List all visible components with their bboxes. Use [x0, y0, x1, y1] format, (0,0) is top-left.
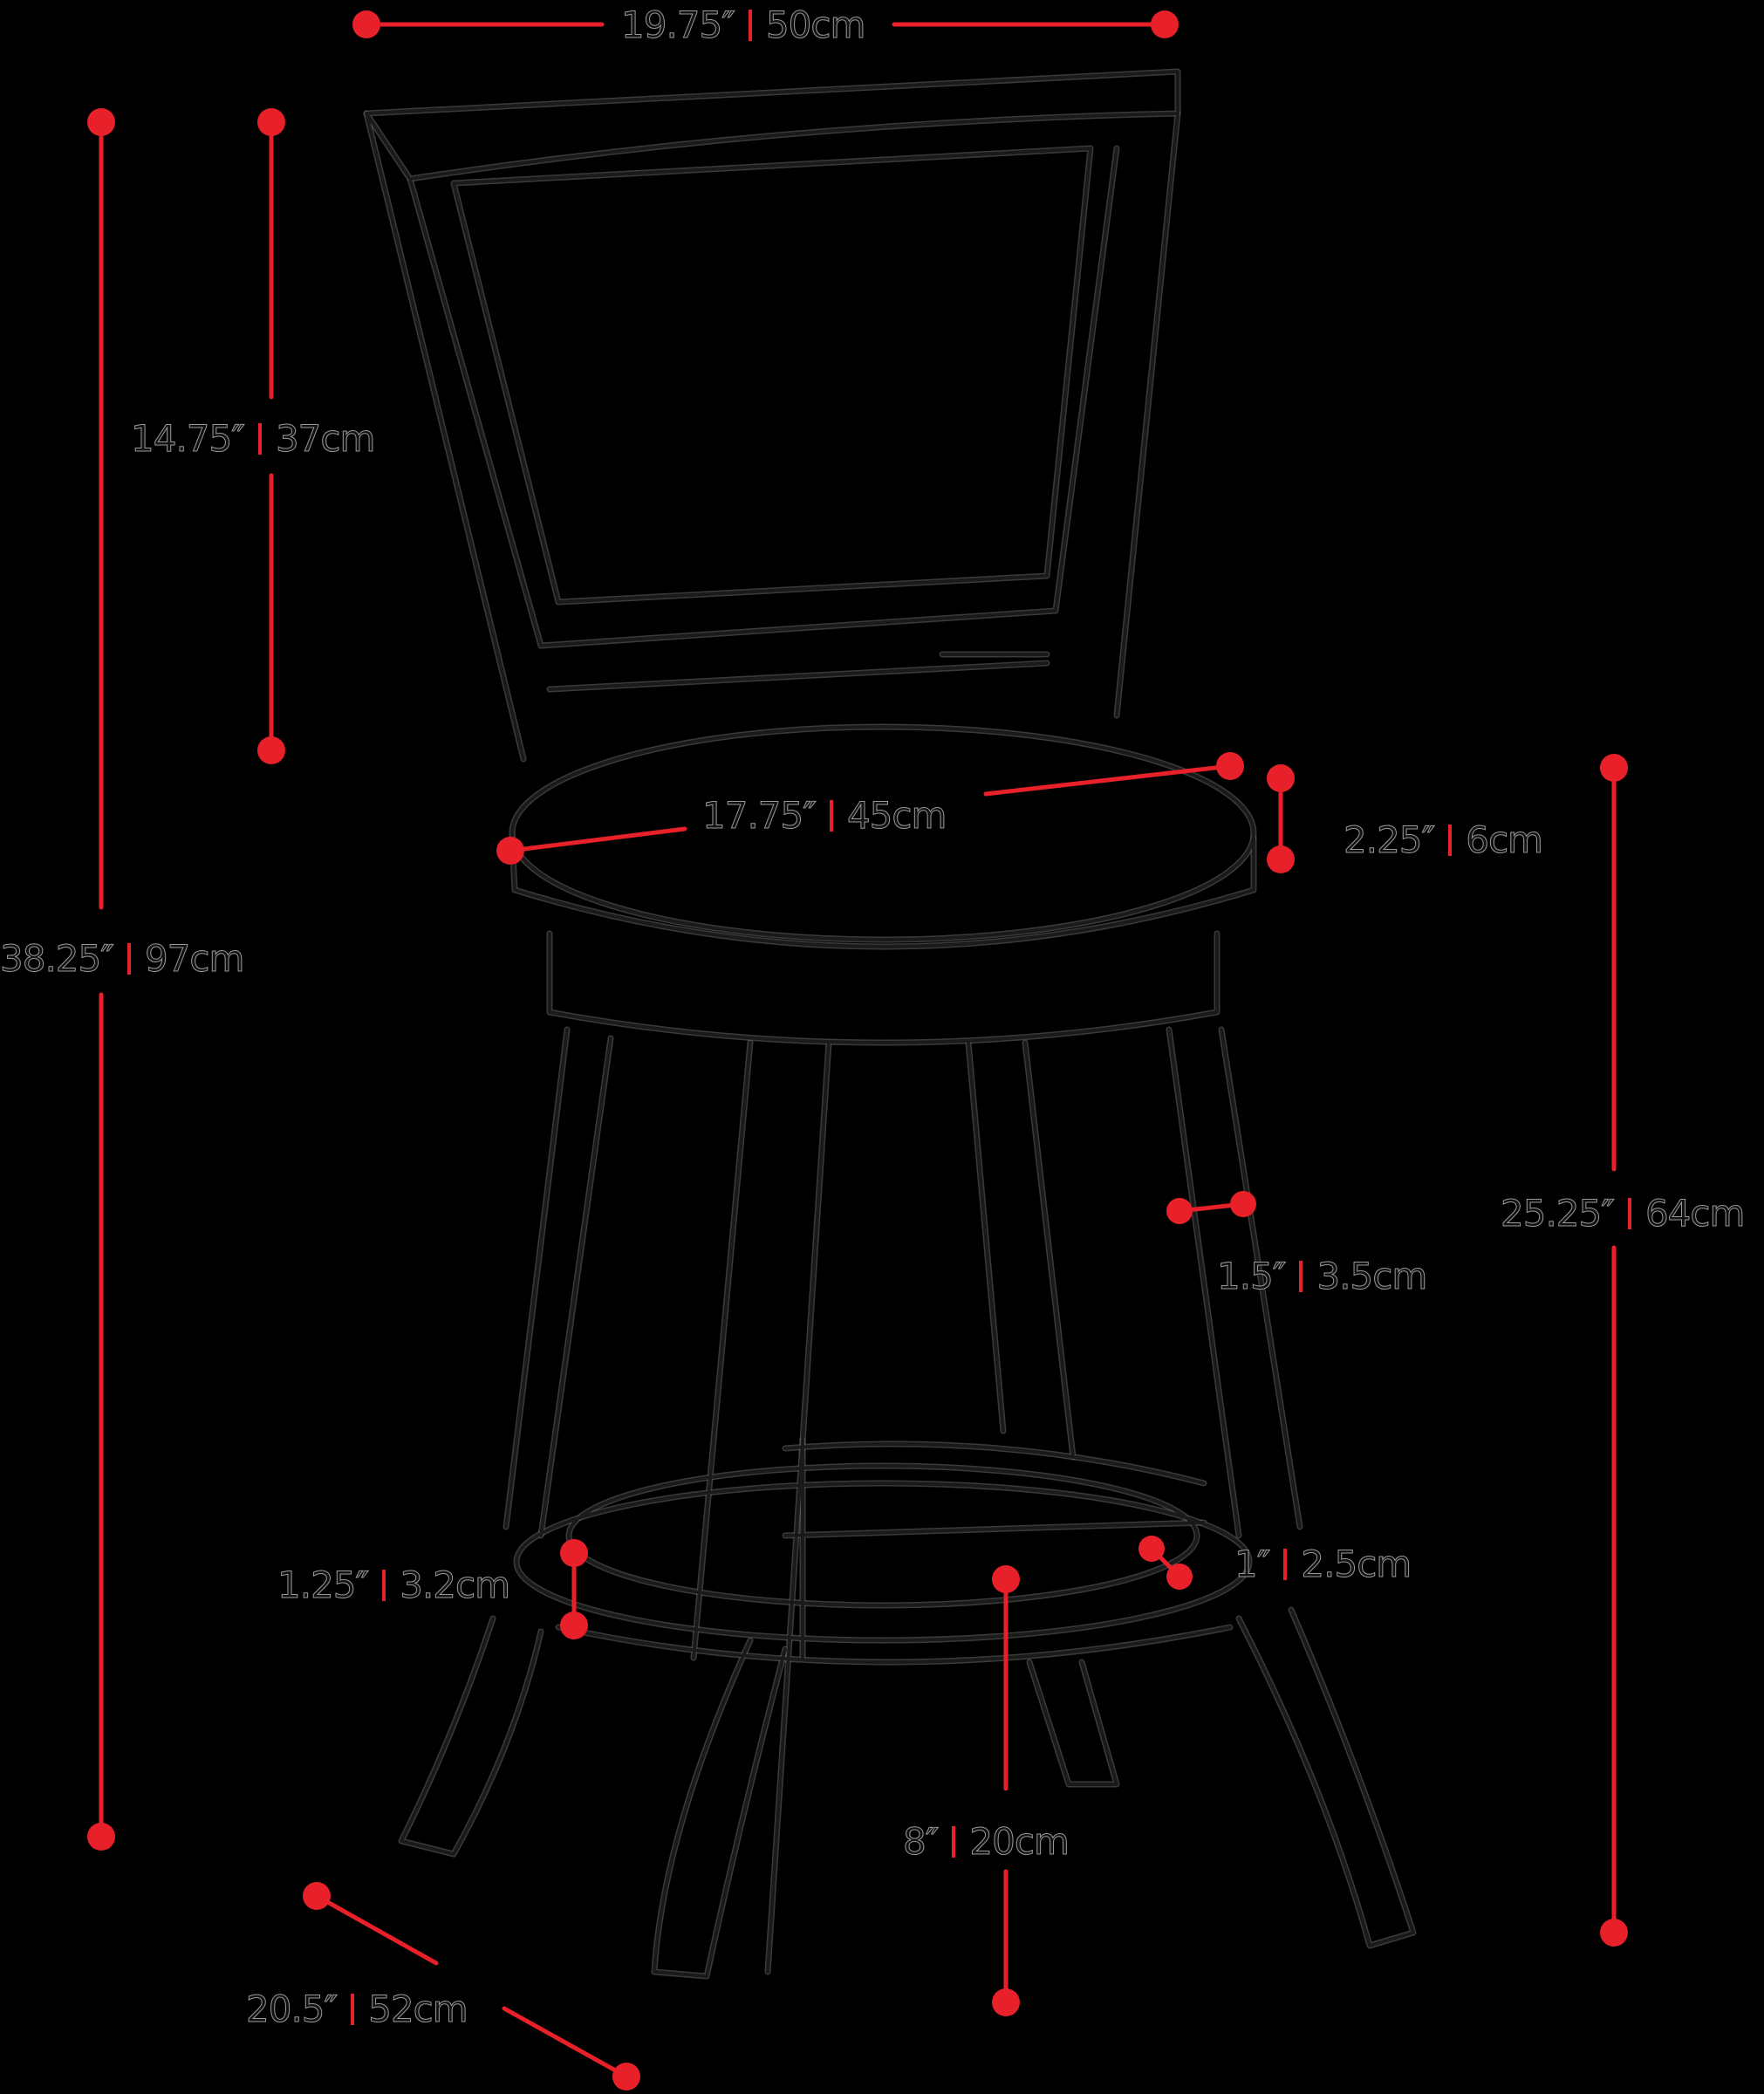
dimension-label-base-depth: 20.5″52cm	[245, 1988, 468, 2030]
dimension-label-leg-width: 1.5″3.5cm	[1216, 1255, 1427, 1297]
dimension-label-footrest-ring-thickness: 1.25″3.2cm	[277, 1564, 510, 1606]
dimension-label-seat-thickness: 2.25″6cm	[1343, 818, 1543, 861]
dimension-label-overall-height: 38.25″97cm	[0, 937, 245, 980]
dimension-label-footrest-height: 8″20cm	[902, 1820, 1070, 1863]
dimension-label-footrest-ring-width: 1″2.5cm	[1234, 1543, 1412, 1585]
dimension-label-seat-height: 25.25″64cm	[1501, 1192, 1746, 1235]
dimension-label-overall-width: 19.75″50cm	[621, 3, 866, 46]
dimension-label-backrest-height: 14.75″37cm	[131, 417, 376, 460]
dimension-label-seat-diameter: 17.75″45cm	[702, 794, 947, 837]
dimension-lines	[87, 10, 1628, 2091]
